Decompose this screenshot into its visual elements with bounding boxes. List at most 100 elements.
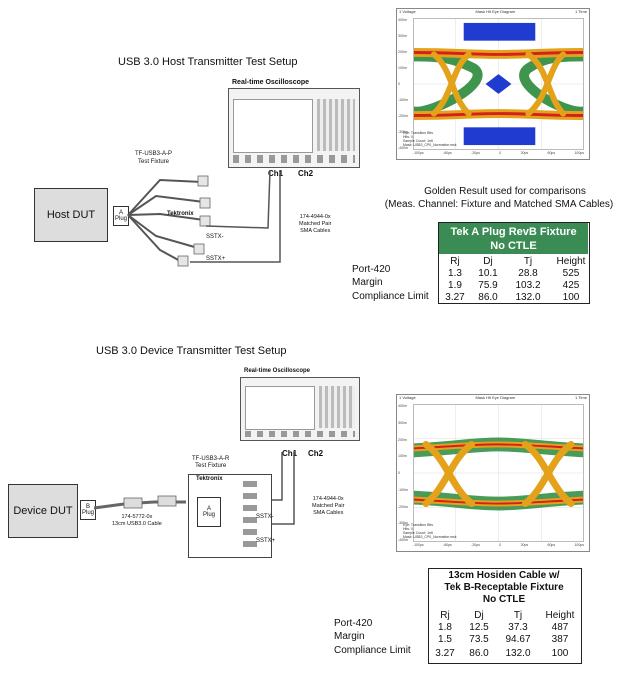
- eye1-ytick: -400m: [398, 146, 408, 150]
- device-eye-svg: [414, 405, 583, 541]
- cell: 425: [562, 280, 580, 291]
- eye1-ytick: -300m: [398, 130, 408, 134]
- device-row-limit: 3.27 86.0 132.0 100: [430, 648, 582, 659]
- col-height: Height: [545, 610, 575, 621]
- eye2-legend-1: Eye: Transition Bits: [403, 523, 433, 527]
- cell: 37.3: [508, 622, 528, 633]
- eye1-xtick: 60ps: [547, 151, 556, 155]
- device-fixture-plug: A Plug: [197, 497, 221, 527]
- device-cables-line1: 174-4944-0x: [312, 496, 344, 502]
- device-scope-ports: [245, 431, 355, 437]
- host-scope-label: Real-time Oscilloscope: [232, 79, 310, 86]
- host-sstx-plus: SSTX+: [206, 256, 226, 262]
- host-eye-head-mid: Mask Hit Eye Diagram: [475, 9, 516, 14]
- device-eye-yaxis: 400m 300m 200m 100m 0 -100m -200m -300m …: [398, 404, 412, 542]
- cell: 86.0: [469, 648, 489, 659]
- host-eye-xaxis: -100ps -60ps -20ps 0 20ps 60ps 100ps: [413, 151, 584, 158]
- device-eye-plot: [413, 404, 584, 542]
- eye1-legend-1: Eye: Transition Bits: [403, 131, 433, 135]
- device-scope-screen: [245, 386, 315, 430]
- device-plug-line1: B: [85, 504, 90, 510]
- eye1-xtick: 100ps: [574, 151, 584, 155]
- eye2-ytick: -400m: [398, 538, 408, 542]
- eye2-xtick: -60ps: [443, 543, 452, 547]
- eye1-legend-3: Sample Count: 1e6: [403, 139, 433, 143]
- col-height: Height: [556, 256, 586, 267]
- host-fixture-drawing: [127, 169, 281, 267]
- cell: 75.9: [478, 280, 498, 291]
- host-brand-label: Tektronix: [167, 211, 194, 217]
- device-ch1-label: Ch1: [282, 449, 298, 458]
- device-scope-controls: [319, 386, 355, 428]
- cell: 387: [551, 634, 569, 645]
- device-fixture-plug-line1: A: [206, 506, 211, 512]
- device-cable-label: 174-5772-0x 13cm USB3.0 Cable: [112, 514, 162, 528]
- device-cables-line2: Matched Pair: [312, 503, 345, 509]
- eye1-xtick: -100ps: [413, 151, 424, 155]
- device-cables-line3: SMA Cables: [313, 510, 344, 516]
- cell: 487: [551, 622, 569, 633]
- device-fixture-plug-line2: Plug: [202, 512, 215, 518]
- host-row-port: 1.3 10.1 28.8 525: [440, 268, 592, 279]
- host-header-line1: Tek A Plug RevB Fixture: [450, 226, 577, 238]
- col-dj: Dj: [483, 256, 493, 267]
- cell: 100: [551, 648, 569, 659]
- cell: 3.27: [435, 648, 455, 659]
- device-fixture-connectors: [243, 481, 257, 549]
- col-rj: Rj: [440, 610, 450, 621]
- eye1-ytick: 400m: [398, 18, 407, 22]
- cell: 73.5: [469, 634, 489, 645]
- host-setup-title: USB 3.0 Host Transmitter Test Setup: [118, 56, 298, 68]
- eye1-ytick: 300m: [398, 34, 407, 38]
- eye1-xtick: 0: [499, 151, 502, 155]
- host-cables-label: 174-4944-0x Matched Pair SMA Cables: [299, 214, 331, 235]
- device-header-line3: No CTLE: [482, 594, 526, 605]
- eye2-legend-3: Sample Count: 1e6: [403, 531, 433, 535]
- device-eye-header: 1 Voltage Mask Hit Eye Diagram 1 Time: [397, 395, 589, 403]
- cell: 28.8: [518, 268, 538, 279]
- device-row-margin: 1.5 73.5 94.67 387: [430, 634, 582, 645]
- eye1-ytick: -100m: [398, 98, 408, 102]
- device-fixture-label-line1: TF-USB3-A-R: [192, 456, 230, 462]
- cell: 86.0: [478, 292, 498, 303]
- device-cable-drawing: [94, 452, 295, 525]
- eye1-xtick: 20ps: [520, 151, 529, 155]
- host-results-header: Tek A Plug RevB Fixture No CTLE: [439, 223, 588, 254]
- eye1-ytick: -200m: [398, 114, 408, 118]
- device-dut-label: Device DUT: [13, 505, 73, 517]
- device-plug-line2: Plug: [81, 510, 94, 516]
- cell: 132.0: [505, 648, 531, 659]
- eye2-xtick: -20ps: [471, 543, 480, 547]
- host-fixture-label: TF-USB3-A-P Test Fixture: [135, 150, 172, 166]
- golden-caption-2: (Meas. Channel: Fixture and Matched SMA …: [384, 199, 614, 210]
- host-cables-line1: 174-4944-0x: [299, 214, 331, 220]
- eye2-ytick: 0: [398, 471, 400, 475]
- eye1-legend-2: Hits: 0: [403, 135, 413, 139]
- host-eye-header: 1 Voltage Mask Hit Eye Diagram 1 Time: [397, 9, 589, 17]
- host-scope-ports: [233, 155, 355, 163]
- host-plug-line2: Plug: [114, 216, 127, 222]
- eye2-ytick: 200m: [398, 437, 407, 442]
- eye2-ytick: 100m: [398, 454, 407, 459]
- device-header-line1: 13cm Hosiden Cable w/: [448, 570, 560, 581]
- device-brand-label: Tektronix: [196, 476, 223, 482]
- cell: 12.5: [469, 622, 489, 633]
- eye2-legend-2: Hits: 0: [403, 527, 413, 531]
- col-tj: Tj: [523, 256, 533, 267]
- eye2-xtick: 20ps: [520, 543, 529, 547]
- device-fixture-label: TF-USB3-A-R Test Fixture: [192, 456, 229, 470]
- eye1-legend-4: Mask: USB3_CP0_Normative.msk: [403, 143, 457, 147]
- eye2-xtick: 100ps: [574, 543, 584, 547]
- host-row-label-margin: Margin: [352, 277, 383, 288]
- device-cable-line1: 174-5772-0x: [121, 514, 153, 520]
- device-eye-xaxis: -100ps -60ps -20ps 0 20ps 60ps 100ps: [413, 543, 584, 550]
- cell: 103.2: [515, 280, 541, 291]
- host-eye-yaxis: 400m 300m 200m 100m 0 -100m -200m -300m …: [398, 18, 412, 150]
- host-eye-legend: Eye: Transition Bits Hits: 0 Sample Coun…: [403, 131, 457, 147]
- device-row-label-limit: Compliance Limit: [334, 645, 411, 656]
- host-row-limit: 3.27 86.0 132.0 100: [440, 292, 592, 303]
- eye1-center-mask: [485, 74, 512, 94]
- device-results-header: 13cm Hosiden Cable w/ Tek B-Receptable F…: [428, 570, 580, 606]
- eye2-xtick: 60ps: [547, 543, 556, 547]
- host-scope-controls: [317, 99, 355, 151]
